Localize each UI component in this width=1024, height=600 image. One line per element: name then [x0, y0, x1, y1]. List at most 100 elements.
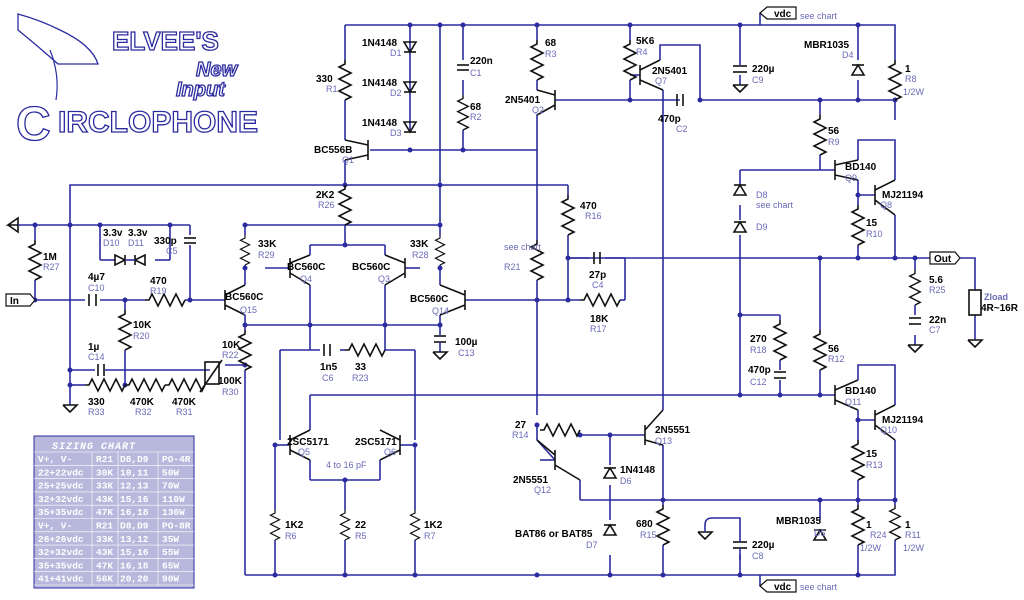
- svg-text:R17: R17: [590, 324, 607, 334]
- label-r27: 1M: [43, 252, 57, 263]
- sizing-chart-header: D8,D9: [120, 521, 149, 532]
- label-c2: 470p: [658, 114, 681, 125]
- sizing-chart-cell: 90W: [162, 574, 179, 585]
- svg-text:1/2W: 1/2W: [903, 543, 925, 553]
- label-r10: 15: [866, 218, 878, 229]
- label-d4: MBR1035: [804, 40, 849, 51]
- label-r16: 470: [580, 201, 597, 212]
- label-r4: 5K6: [636, 36, 655, 47]
- svg-text:R25: R25: [929, 285, 946, 295]
- sizing-chart-cell: 33K: [96, 481, 113, 492]
- svg-text:R5: R5: [355, 531, 367, 541]
- svg-text:Q15: Q15: [240, 305, 257, 315]
- svg-text:R33: R33: [88, 407, 105, 417]
- label-q5: 2SC5171: [287, 437, 329, 448]
- label-d11: 3.3v: [128, 228, 148, 239]
- sizing-chart-cell: 62K: [96, 587, 113, 598]
- sizing-chart-cell: 50W: [162, 467, 179, 478]
- label-r14: 27: [515, 420, 527, 431]
- svg-text:1/2W: 1/2W: [903, 87, 925, 97]
- svg-text:R6: R6: [285, 531, 297, 541]
- svg-text:C13: C13: [458, 348, 475, 358]
- logo-initial: C: [16, 98, 51, 151]
- sizing-chart-cell: 55W: [162, 547, 179, 558]
- logo-product: IRCLOPHONE: [58, 106, 258, 139]
- port-vdc-bottom: vdc: [759, 579, 797, 593]
- svg-text:D5: D5: [814, 528, 826, 538]
- svg-text:Q2: Q2: [532, 105, 544, 115]
- svg-text:R14: R14: [512, 430, 529, 440]
- sizing-chart-cell: 110W: [162, 494, 185, 505]
- svg-text:R31: R31: [176, 407, 193, 417]
- svg-text:R24: R24: [870, 530, 887, 540]
- sizing-chart-header: V+, V-: [38, 521, 72, 532]
- label-d9: D9: [756, 222, 768, 232]
- label-r9: 56: [828, 126, 840, 137]
- label-c6: 1n5: [320, 362, 338, 373]
- svg-text:R15: R15: [640, 530, 657, 540]
- label-zload-value: 4R~16R: [981, 303, 1019, 314]
- svg-text:R8: R8: [905, 74, 917, 84]
- sizing-chart-cell: 41+41vdc: [38, 574, 84, 585]
- svg-text:R27: R27: [43, 262, 60, 272]
- svg-text:D4: D4: [842, 50, 854, 60]
- svg-text:see chart: see chart: [800, 11, 838, 21]
- label-q4: BC560C: [287, 262, 325, 273]
- svg-text:R12: R12: [828, 354, 845, 364]
- svg-text:Q13: Q13: [655, 436, 672, 446]
- label-q3: BC560C: [352, 262, 390, 273]
- sizing-chart-cell: 26+26vdc: [38, 534, 84, 545]
- sizing-chart-cell: 35+35vdc: [38, 560, 84, 571]
- svg-text:D11: D11: [128, 238, 144, 248]
- ground-symbols: [5, 84, 984, 541]
- label-q11: BD140: [845, 386, 877, 397]
- svg-text:1/2W: 1/2W: [860, 543, 882, 553]
- sizing-chart-cell: 20,20: [120, 574, 149, 585]
- sizing-chart-header: PO-4R: [162, 454, 191, 465]
- transistors: [224, 59, 896, 481]
- sizing-chart-cell: 43K: [96, 494, 113, 505]
- label-d8: D8: [756, 190, 768, 200]
- svg-text:R7: R7: [424, 531, 436, 541]
- label-q15: BC560C: [225, 292, 263, 303]
- label-r12: 56: [828, 344, 840, 355]
- svg-text:D1: D1: [390, 48, 402, 58]
- svg-text:R30: R30: [222, 387, 239, 397]
- svg-text:D2: D2: [390, 88, 402, 98]
- label-d10: 3.3v: [103, 228, 123, 239]
- label-c4: 27p: [589, 270, 606, 281]
- svg-text:see chart: see chart: [504, 242, 542, 252]
- logo-brand: ELVEE'S: [112, 26, 219, 56]
- svg-text:C1: C1: [470, 68, 482, 78]
- svg-text:R4: R4: [636, 47, 648, 57]
- svg-text:C12: C12: [750, 377, 767, 387]
- svg-text:D3: D3: [390, 128, 402, 138]
- label-r20: 10K: [133, 320, 152, 331]
- label-r2: 68: [470, 102, 482, 113]
- label-r32: 470K: [130, 397, 155, 408]
- sizing-chart-cell: 32+32vdc: [38, 494, 84, 505]
- sizing-chart-cell: 30K: [96, 467, 113, 478]
- label-r26: 2K2: [316, 190, 335, 201]
- svg-text:Q4: Q4: [300, 274, 312, 284]
- svg-text:see chart: see chart: [800, 582, 838, 592]
- label-q13: 2N5551: [655, 425, 690, 436]
- sizing-chart-cell: 25+25vdc: [38, 481, 84, 492]
- svg-text:vdc: vdc: [774, 582, 792, 593]
- sizing-chart-cell: 13,12: [120, 534, 149, 545]
- svg-text:Q11: Q11: [845, 397, 861, 407]
- sizing-chart-cell: 35W: [162, 534, 179, 545]
- junctions: [32, 22, 918, 578]
- svg-text:R28: R28: [412, 250, 429, 260]
- svg-text:Q1: Q1: [342, 155, 354, 165]
- label-c14: 1µ: [88, 342, 100, 353]
- sizing-chart-title: SIZING CHART: [52, 442, 136, 453]
- label-r30: 100K: [218, 376, 243, 387]
- label-q8: MJ21194: [882, 190, 924, 201]
- sizing-chart-cell: 16,18: [120, 560, 149, 571]
- label-r17: 18K: [590, 314, 609, 325]
- label-r24: 1: [866, 520, 872, 531]
- sizing-chart-cell: 43K: [96, 547, 113, 558]
- capacitors: [88, 64, 921, 560]
